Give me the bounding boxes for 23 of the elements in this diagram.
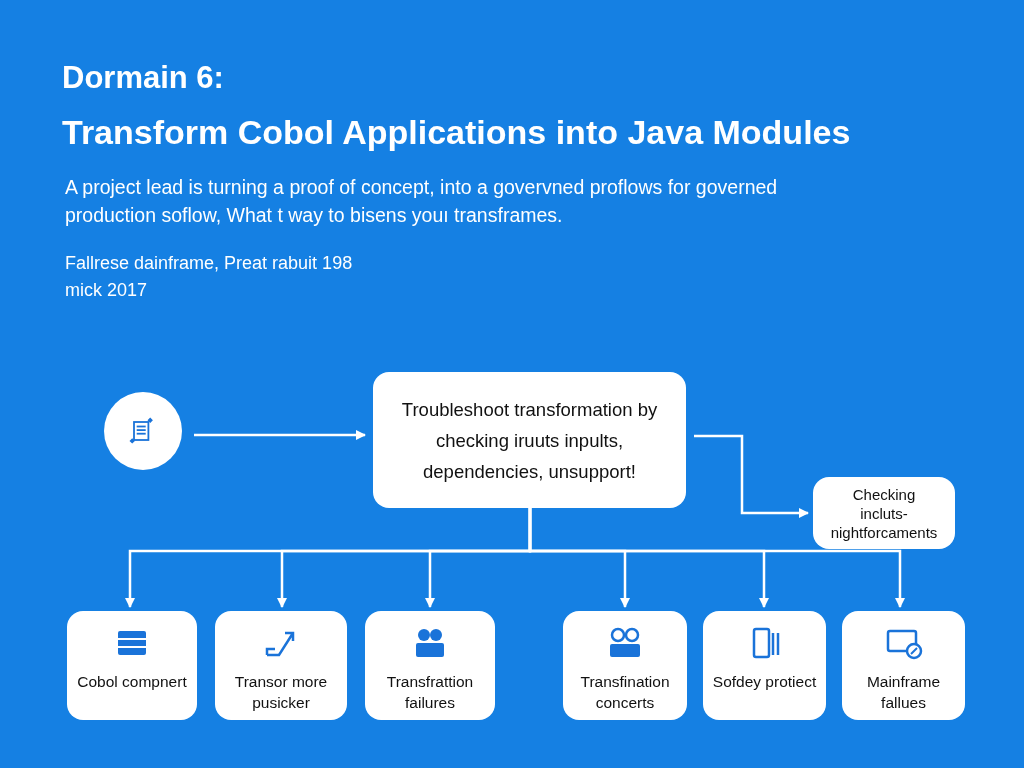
arrow	[694, 434, 809, 518]
node-text: Checking incluts- nightforcaments	[829, 484, 939, 542]
title: Dormain 6:	[62, 60, 224, 96]
category-card	[842, 611, 965, 720]
process-box	[373, 372, 686, 508]
category-card	[563, 611, 687, 720]
heading: Transform Cobol Applications into Java Modules	[62, 113, 851, 152]
node-text: Transfrattion failures	[385, 672, 475, 713]
node-text: Transor more pusicker	[233, 672, 329, 713]
note-text: Fallrese dainframe, Preat rabuit 198 mick 2017	[65, 252, 354, 302]
node-text: Mainframe fallues	[865, 672, 942, 713]
category-card	[365, 611, 495, 720]
intro-paragraph: A project lead is turning a proof of concept, into a govervned proflows for governed production soflow, What t way to bisens youı transframes.	[65, 175, 779, 228]
arrow	[194, 430, 366, 440]
node-text: Cobol compnert	[76, 672, 188, 692]
category-card	[703, 611, 826, 720]
process-box	[813, 477, 955, 549]
category-card	[215, 611, 347, 720]
node-text: Troubleshoot transformation by checking iruuts inpults, dependencies, unsupport!	[400, 397, 659, 484]
arrow	[528, 508, 905, 608]
node-text: Transfination concerts	[579, 672, 671, 713]
category-card	[67, 611, 197, 720]
node-text: Sofdey protiect	[711, 672, 818, 692]
